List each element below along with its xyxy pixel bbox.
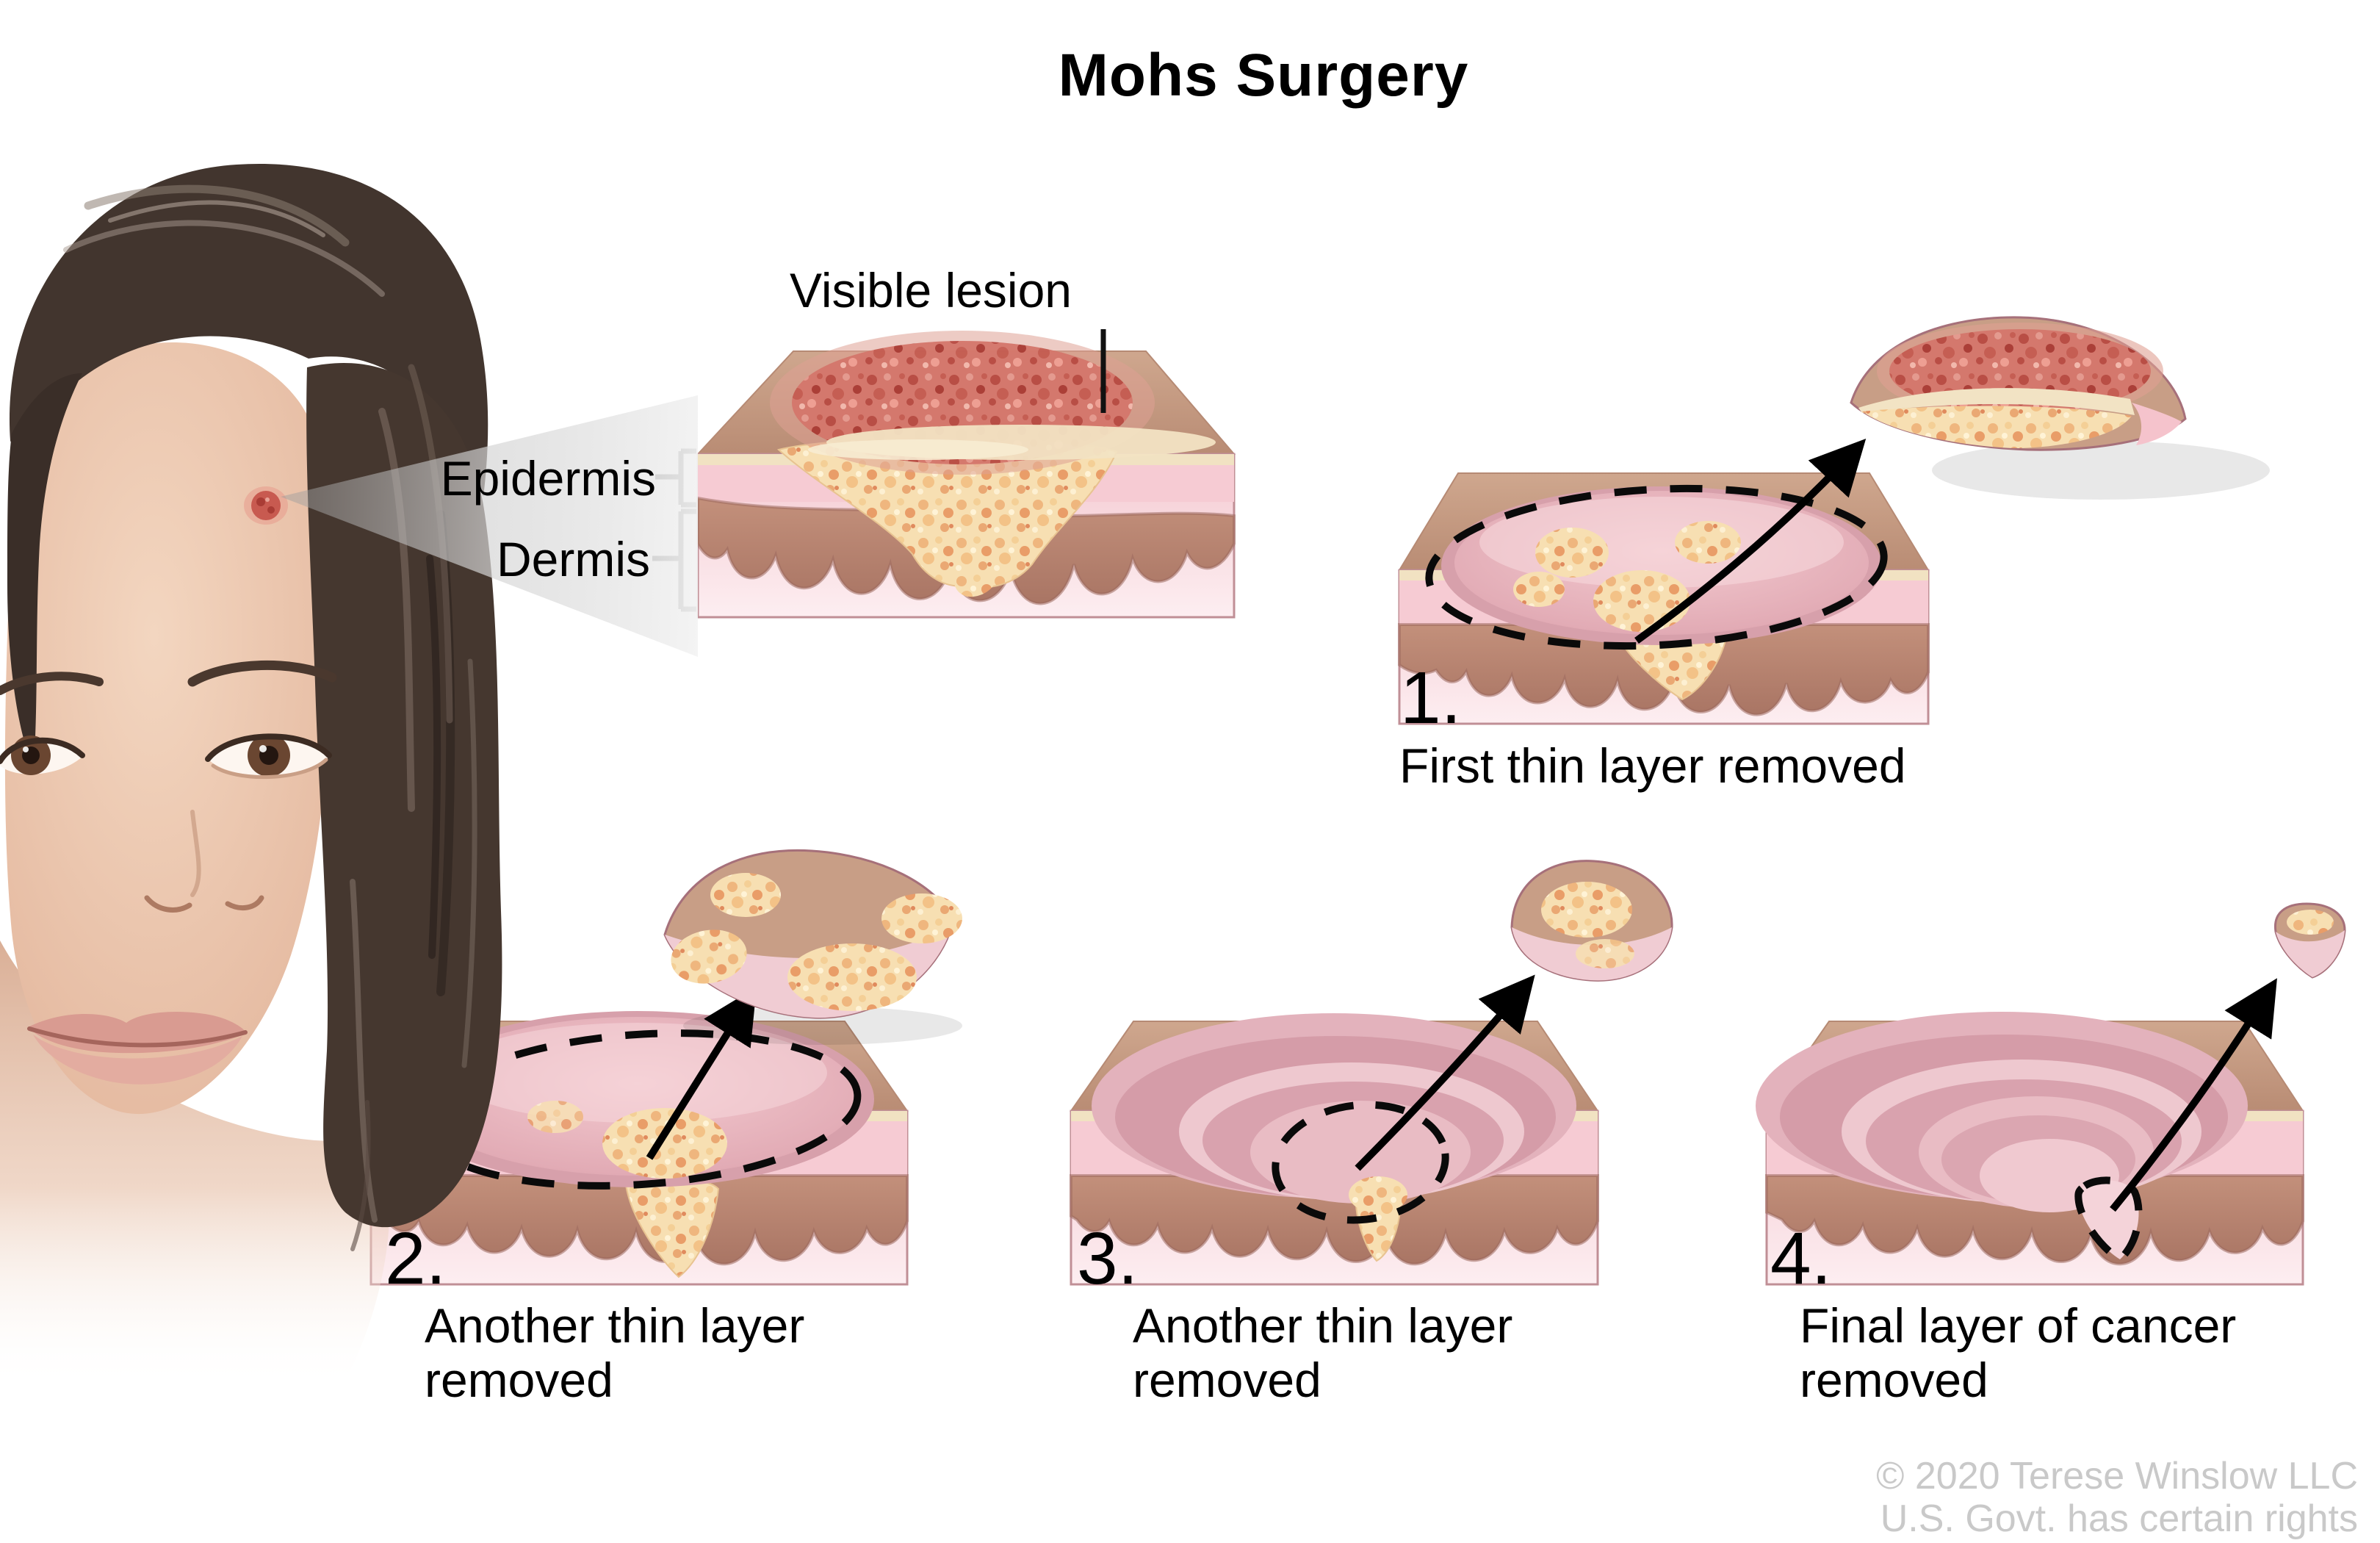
step-2-number: 2. (385, 1218, 447, 1300)
step-2-caption-line1: Another thin layer (425, 1298, 805, 1353)
skin-block-step-4 (1756, 1012, 2304, 1286)
excised-layer-4 (2273, 902, 2346, 979)
arrow-icon-step-1 (1634, 439, 1867, 644)
step-2-caption: Another thin layer removed (425, 1298, 805, 1408)
neck-chest (0, 940, 390, 1389)
excised-layer-3 (1510, 860, 1673, 982)
patient-portrait (0, 163, 502, 1389)
copyright-line2: U.S. Govt. has certain rights (1880, 1497, 2358, 1541)
step-4-caption-line2: removed (1800, 1352, 1988, 1407)
nose (144, 810, 264, 913)
step-4-caption: Final layer of cancer removed (1800, 1298, 2237, 1408)
step-2-caption-line2: removed (425, 1352, 613, 1407)
step-1-caption: First thin layer removed (1399, 738, 1906, 794)
dermis-label: Dermis (497, 532, 650, 586)
excised-layer-1 (1850, 316, 2270, 500)
excision-outline-2 (416, 1029, 862, 1190)
lips (27, 1012, 248, 1085)
copyright-credit: © 2020 Terese Winslow LLC U.S. Govt. has… (1876, 1455, 2358, 1540)
visible-lesion-label: Visible lesion (790, 263, 1072, 317)
arrow-icon-step-2 (646, 987, 757, 1160)
step-1-caption-line1: First thin layer removed (1399, 738, 1906, 793)
skin-block-step-1 (1398, 472, 1930, 725)
epidermis-label: Epidermis (440, 451, 656, 506)
hair-right (306, 363, 502, 1228)
right-eye (205, 733, 332, 780)
step-4-caption-line1: Final layer of cancer (1800, 1298, 2237, 1353)
copyright-line1: © 2020 Terese Winslow LLC (1876, 1455, 2358, 1497)
step-3-caption-line2: removed (1133, 1352, 1321, 1407)
face (4, 342, 336, 1115)
arrow-icon-step-4 (2110, 978, 2277, 1212)
excision-outline-1 (1425, 484, 1888, 650)
skin-block-intro (696, 331, 1236, 619)
magnify-beam (281, 395, 698, 657)
arrow-icon-step-3 (1355, 974, 1535, 1171)
excision-outline-3 (1272, 1101, 1449, 1224)
step-1-number: 1. (1400, 657, 1462, 739)
step-3-number: 3. (1077, 1218, 1139, 1300)
hair-left (7, 373, 82, 767)
forehead-lesion (244, 486, 288, 525)
hair-top (9, 163, 488, 497)
step-3-caption: Another thin layer removed (1133, 1298, 1513, 1408)
eyebrows (0, 660, 337, 695)
skin-block-step-3 (1070, 1013, 1599, 1286)
left-eye (0, 735, 85, 775)
excised-layer-2 (663, 849, 962, 1045)
step-4-number: 4. (1770, 1218, 1832, 1300)
step-3-caption-line1: Another thin layer (1133, 1298, 1513, 1353)
page-title: Mohs Surgery (1058, 42, 1469, 109)
